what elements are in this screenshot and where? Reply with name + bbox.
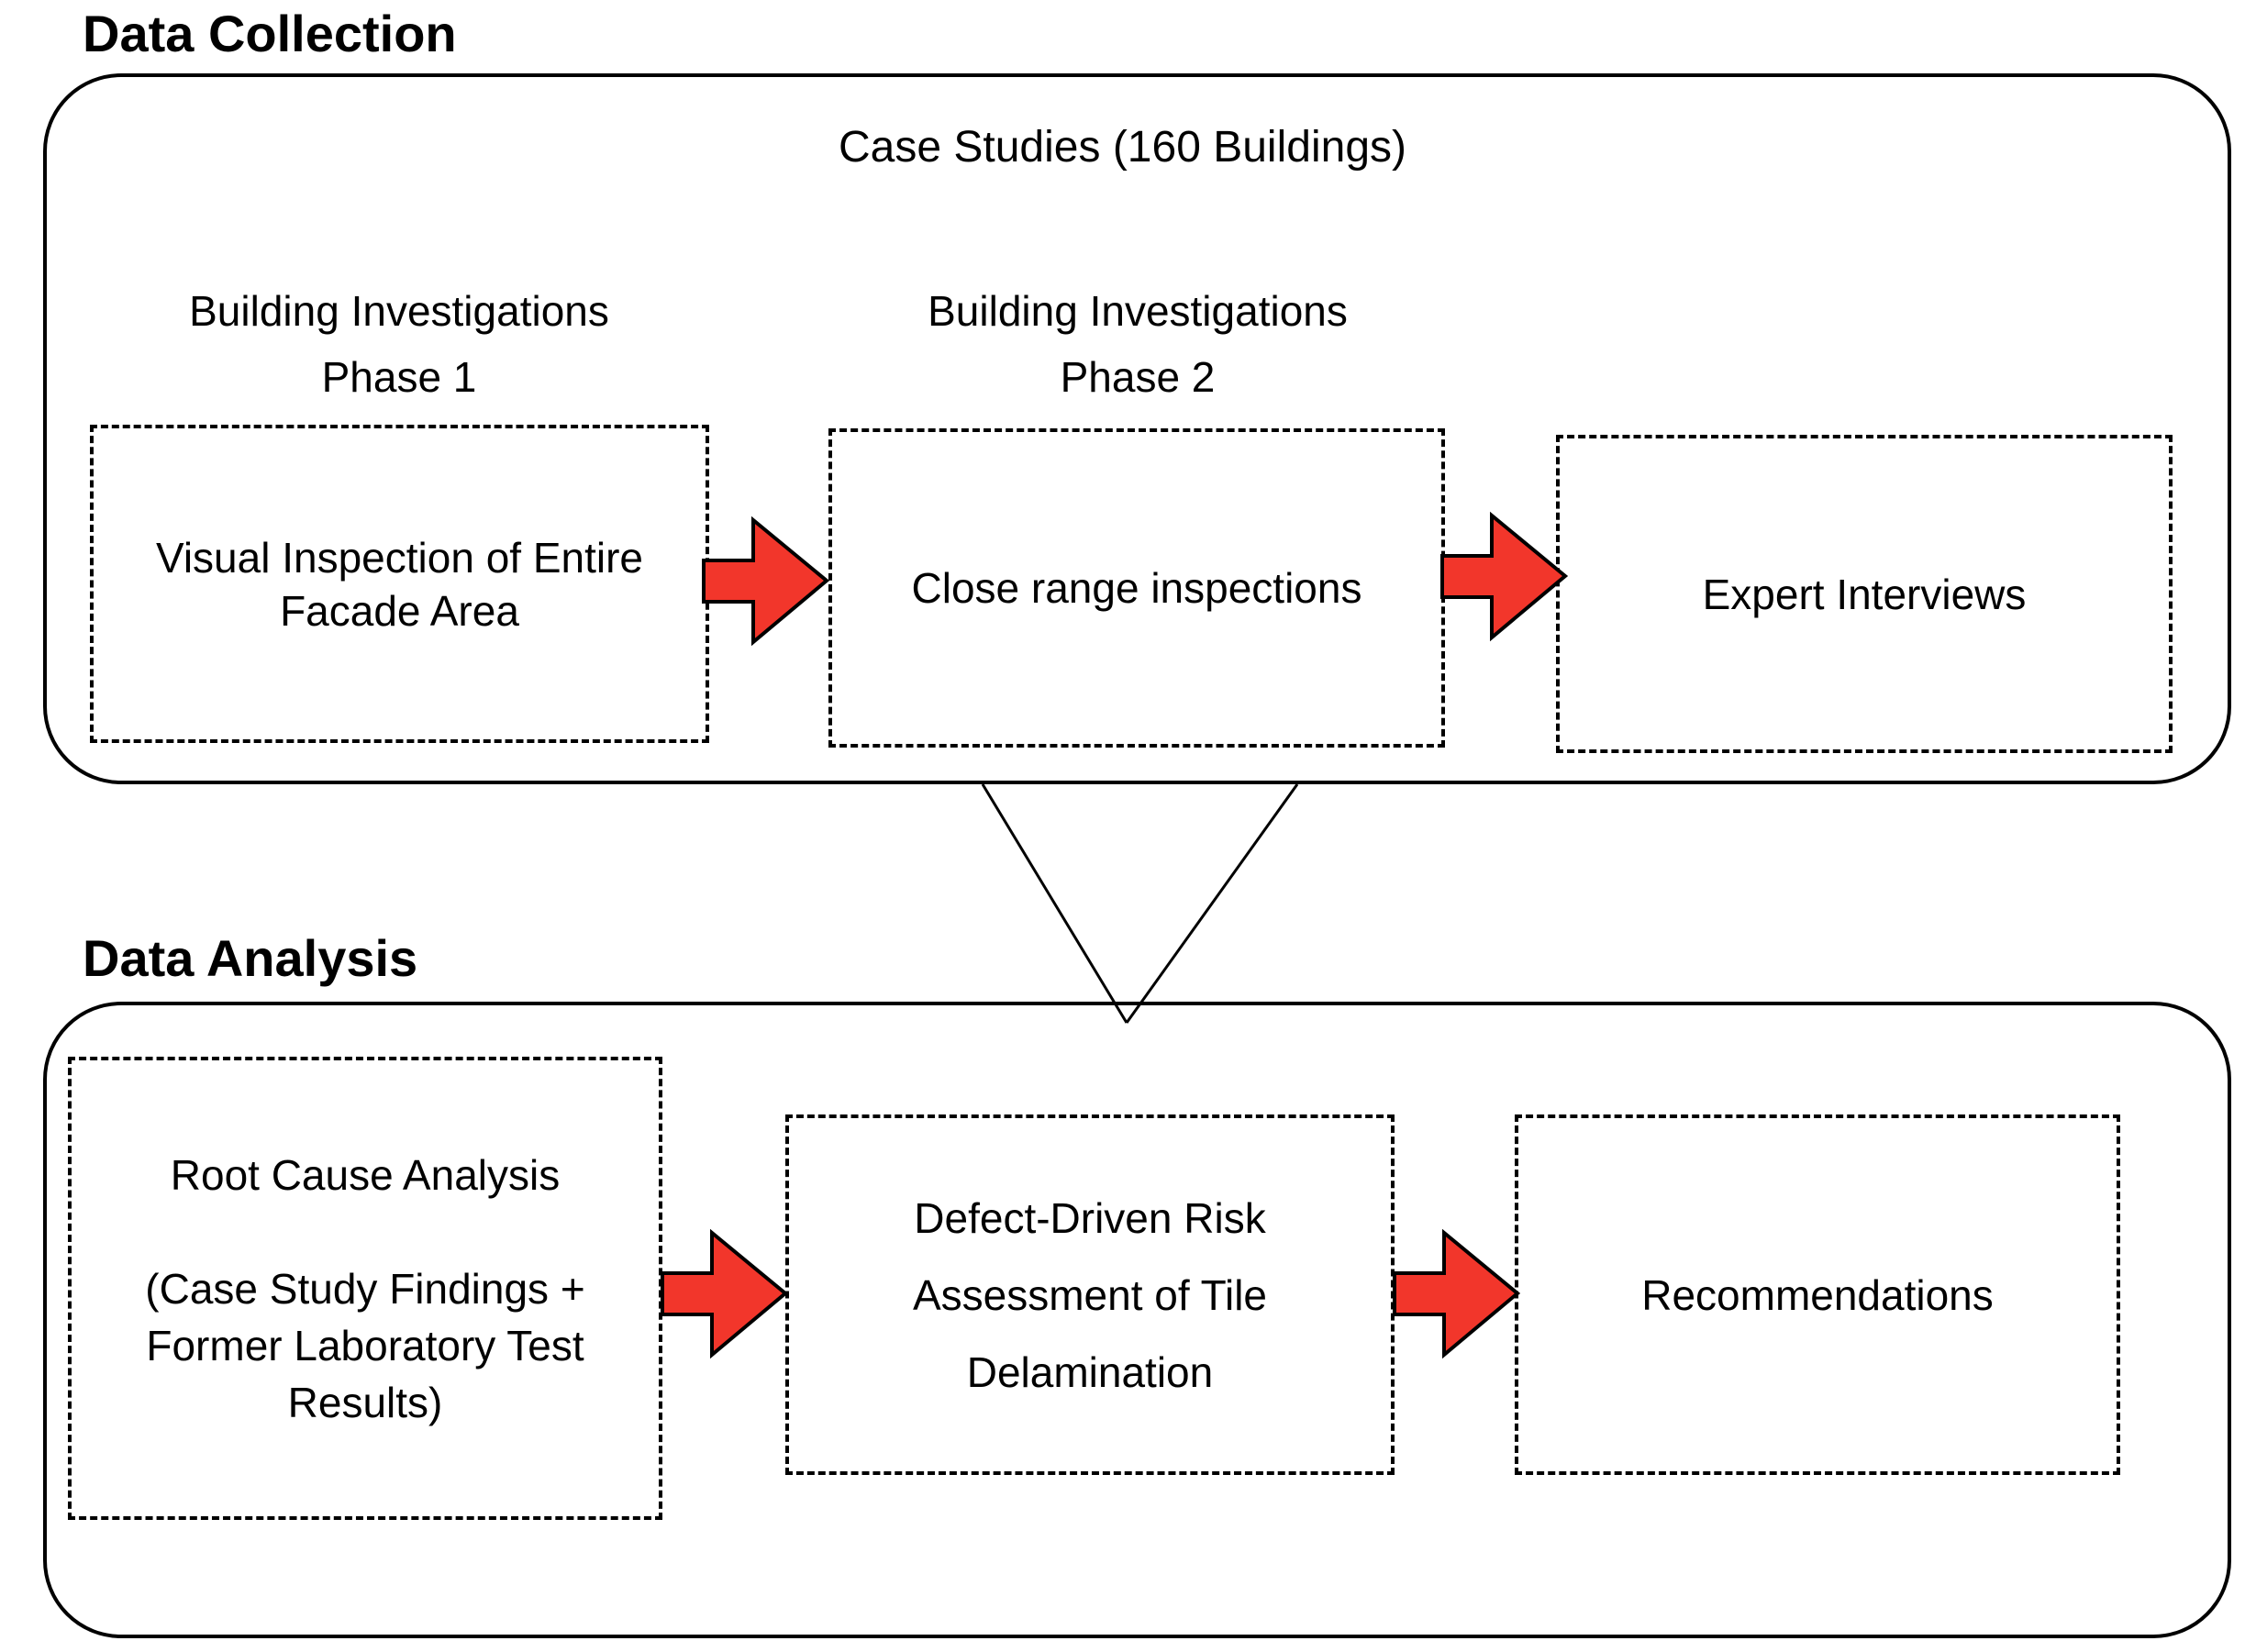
visual-inspection-line2: Facade Area bbox=[280, 586, 519, 635]
phase1-label: Building Investigations Phase 1 bbox=[78, 278, 720, 410]
arrow-right-icon bbox=[661, 1228, 789, 1359]
risk-assessment-line3: Delamination bbox=[966, 1347, 1214, 1396]
arrow-right-icon bbox=[1440, 511, 1569, 642]
recommendations-box: Recommendations bbox=[1515, 1114, 2120, 1475]
risk-assessment-line2: Assessment of Tile bbox=[912, 1270, 1268, 1319]
data-analysis-panel bbox=[43, 1002, 2231, 1638]
expert-interviews-box: Expert Interviews bbox=[1556, 435, 2173, 753]
arrow-right-shape bbox=[702, 516, 830, 647]
root-cause-line3: Former Laboratory Test bbox=[146, 1321, 584, 1369]
root-cause-box: Root Cause Analysis (Case Study Findings… bbox=[68, 1057, 662, 1520]
funnel-right-line bbox=[1125, 783, 1299, 1024]
phase1-label-line1: Building Investigations bbox=[189, 287, 609, 335]
phase2-label-line2: Phase 2 bbox=[1060, 353, 1216, 401]
root-cause-line1: Root Cause Analysis bbox=[170, 1150, 561, 1199]
risk-assessment-line1: Defect-Driven Risk bbox=[914, 1193, 1266, 1242]
arrow-right-icon bbox=[702, 516, 830, 647]
arrow-right-icon bbox=[1393, 1228, 1521, 1359]
arrow-right-shape bbox=[1393, 1228, 1521, 1359]
arrow-right-shape bbox=[661, 1228, 789, 1359]
phase2-label: Building Investigations Phase 2 bbox=[817, 278, 1459, 410]
expert-interviews-label: Expert Interviews bbox=[1702, 570, 2027, 618]
root-cause-line2: (Case Study Findings + bbox=[145, 1264, 585, 1313]
data-analysis-heading: Data Analysis bbox=[83, 929, 418, 987]
arrow-right-shape bbox=[1440, 511, 1569, 642]
data-collection-heading: Data Collection bbox=[83, 5, 457, 62]
visual-inspection-box: Visual Inspection of Entire Facade Area bbox=[90, 425, 709, 743]
risk-assessment-box: Defect-Driven Risk Assessment of Tile De… bbox=[785, 1114, 1395, 1475]
data-collection-panel bbox=[43, 73, 2231, 784]
funnel-connector-icon bbox=[981, 783, 1299, 1024]
close-range-box: Close range inspections bbox=[828, 428, 1445, 748]
close-range-label: Close range inspections bbox=[911, 564, 1362, 612]
case-studies-title: Case Studies (160 Buildings) bbox=[838, 123, 1406, 172]
phase2-label-line1: Building Investigations bbox=[928, 287, 1348, 335]
phase1-label-line2: Phase 1 bbox=[321, 353, 477, 401]
root-cause-line4: Results) bbox=[287, 1378, 443, 1426]
visual-inspection-line1: Visual Inspection of Entire bbox=[155, 533, 644, 582]
funnel-left-line bbox=[981, 783, 1128, 1024]
recommendations-label: Recommendations bbox=[1641, 1270, 1994, 1319]
